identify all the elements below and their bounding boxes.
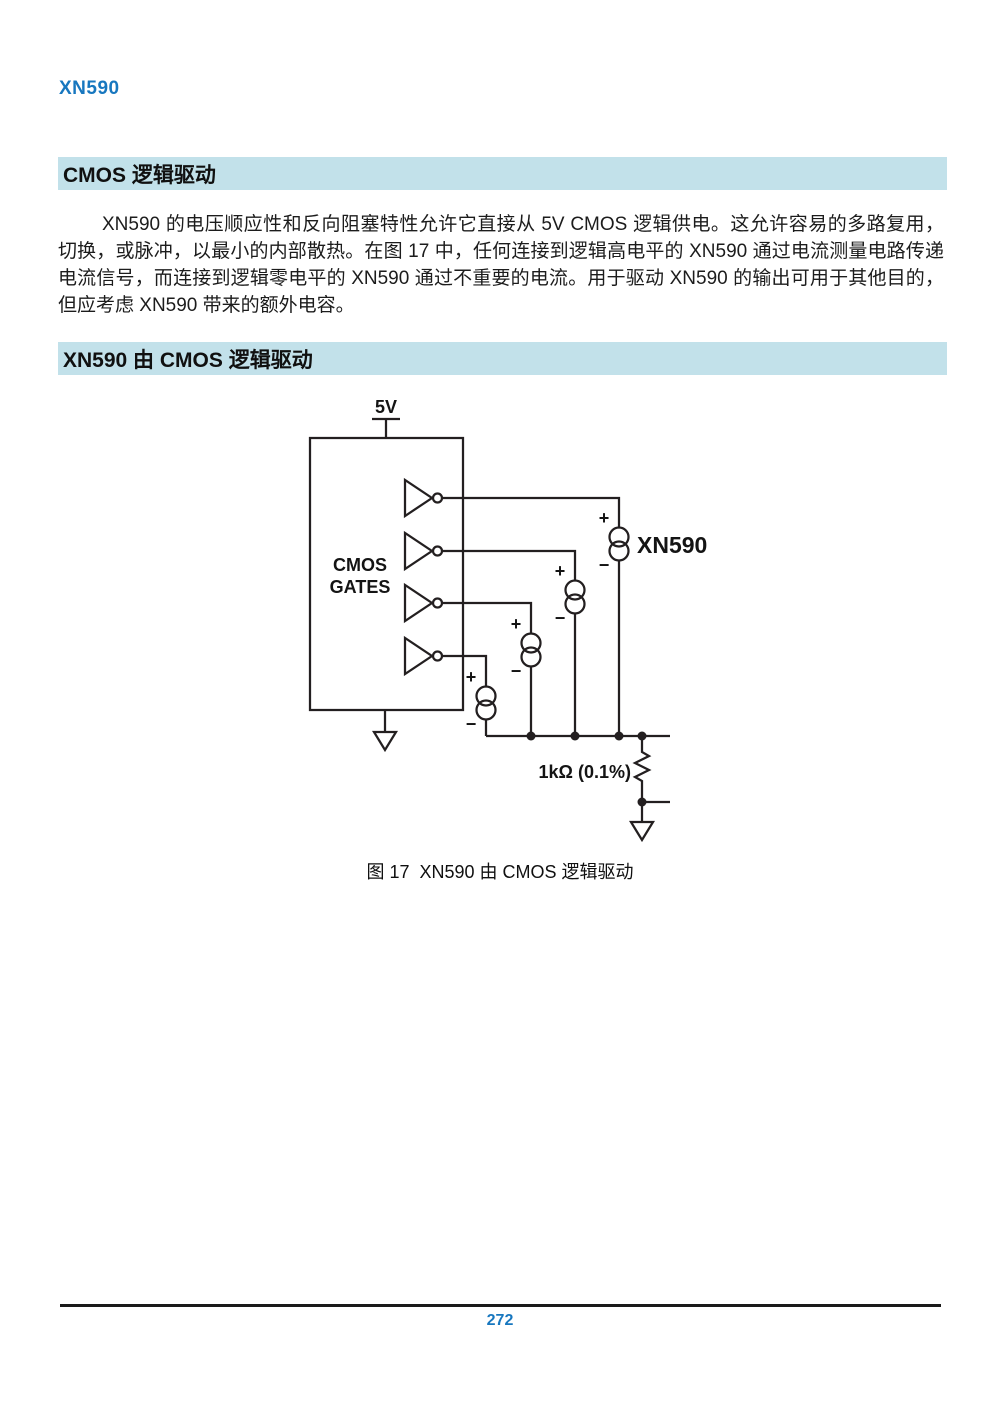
device-label: XN590	[637, 532, 707, 558]
junction-dot	[570, 731, 580, 741]
polarity-minus-label: −	[555, 608, 566, 628]
cmos-gates-box	[308, 436, 465, 712]
polarity-plus-label: +	[466, 667, 477, 687]
wire	[442, 549, 577, 736]
polarity-plus-label: +	[555, 561, 566, 581]
gates-label-line1: CMOS	[333, 555, 387, 575]
doc-title: XN590	[59, 78, 120, 99]
current-source-icon	[564, 579, 586, 615]
inverter-gate-icon	[403, 635, 444, 677]
inverter-gate-icon	[403, 530, 444, 572]
polarity-minus-label: −	[511, 661, 522, 681]
ground-icon	[371, 730, 399, 753]
inverter-gate-icon	[403, 477, 444, 519]
body-paragraph: XN590 的电压顺应性和反向阻塞特性允许它直接从 5V CMOS 逻辑供电。这…	[58, 214, 944, 316]
gates-label-line2: GATES	[330, 577, 391, 597]
polarity-minus-label: −	[466, 714, 477, 734]
polarity-plus-label: +	[511, 614, 522, 634]
section-title: CMOS 逻辑驱动	[63, 163, 216, 187]
current-source-icon	[520, 632, 542, 668]
section-header-cmos-logic-drive: CMOS 逻辑驱动	[58, 157, 947, 190]
junction-dot	[526, 731, 536, 741]
polarity-plus-label: +	[599, 508, 610, 528]
inverter-gate-icon	[403, 582, 444, 624]
wire	[442, 654, 488, 736]
current-source-icon	[608, 526, 630, 562]
current-source-icon	[475, 685, 497, 721]
supply-voltage-label: 5V	[375, 397, 397, 417]
circuit-figure: 5V CMOS GATES	[300, 390, 720, 860]
wire	[442, 601, 533, 736]
polarity-minus-label: −	[599, 555, 610, 575]
section-title: XN590 由 CMOS 逻辑驱动	[63, 348, 313, 372]
figure-caption: 图 17 XN590 由 CMOS 逻辑驱动	[366, 862, 634, 882]
junction-dot	[614, 731, 624, 741]
section-header-figure: XN590 由 CMOS 逻辑驱动	[58, 342, 947, 375]
page-number: 272	[486, 1312, 514, 1329]
ground-icon	[628, 820, 656, 843]
footer-rule	[60, 1304, 941, 1307]
wire	[442, 496, 621, 736]
resistor-icon	[632, 736, 652, 802]
circuit-diagram: 5V CMOS GATES	[308, 397, 707, 843]
resistor-value-label: 1kΩ (0.1%)	[539, 762, 631, 782]
